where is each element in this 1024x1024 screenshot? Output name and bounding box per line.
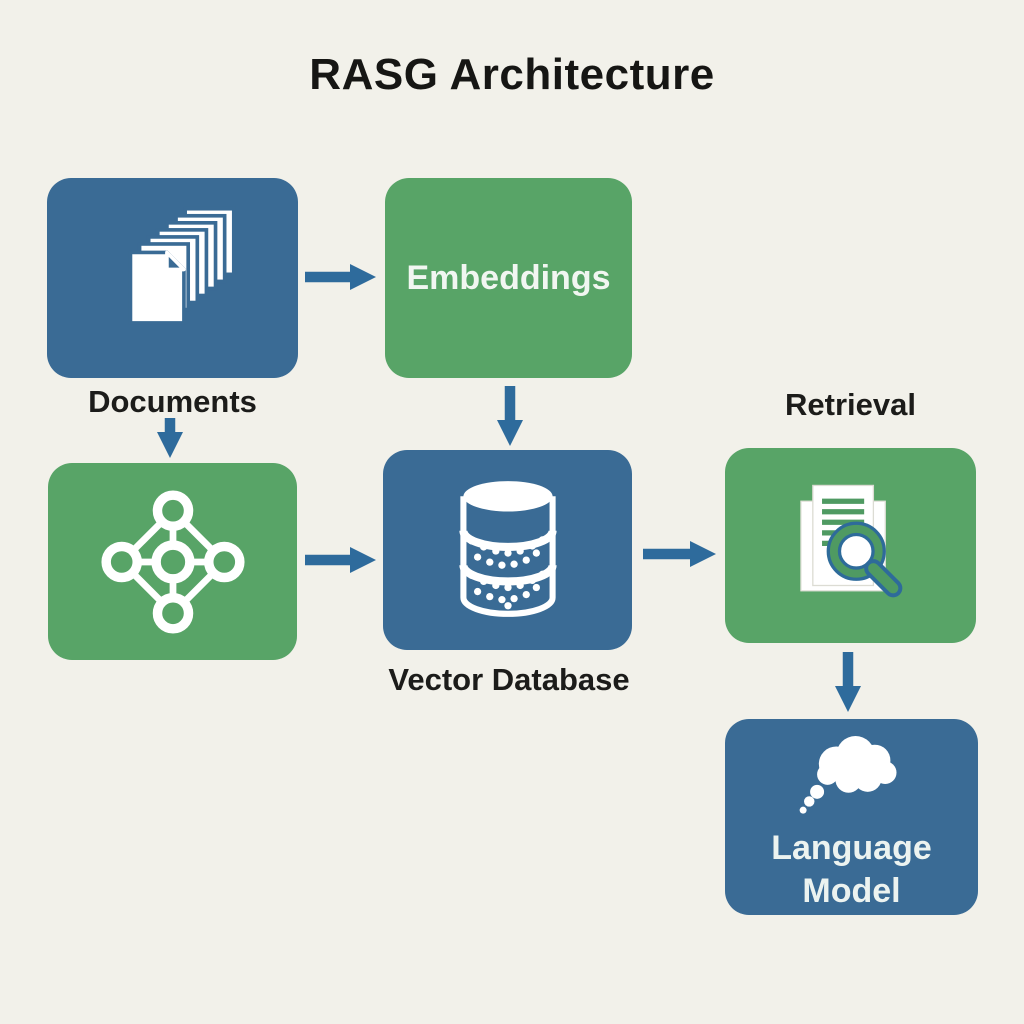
retrieval-label: Retrieval — [785, 387, 916, 422]
documents-label: Documents — [88, 384, 257, 419]
diagram-title: RASG Architecture — [309, 50, 715, 99]
retrieval-node — [725, 448, 976, 643]
vector-database-label: Vector Database — [388, 662, 630, 697]
documents-stack-icon — [128, 206, 236, 325]
database-cylinder-icon — [458, 481, 557, 617]
thought-bubble-icon — [799, 735, 897, 814]
vector-dots — [467, 536, 546, 610]
document-search-icon — [799, 484, 902, 597]
graph-node — [48, 463, 297, 660]
embeddings-node: Embeddings — [385, 178, 632, 378]
embeddings-label: Embeddings — [406, 258, 611, 297]
network-graph-icon — [100, 489, 245, 634]
language-model-label: Language Model — [771, 829, 932, 910]
vector-database-node — [383, 450, 632, 650]
documents-node — [47, 178, 298, 378]
language-model-node: Language Model — [725, 719, 978, 915]
